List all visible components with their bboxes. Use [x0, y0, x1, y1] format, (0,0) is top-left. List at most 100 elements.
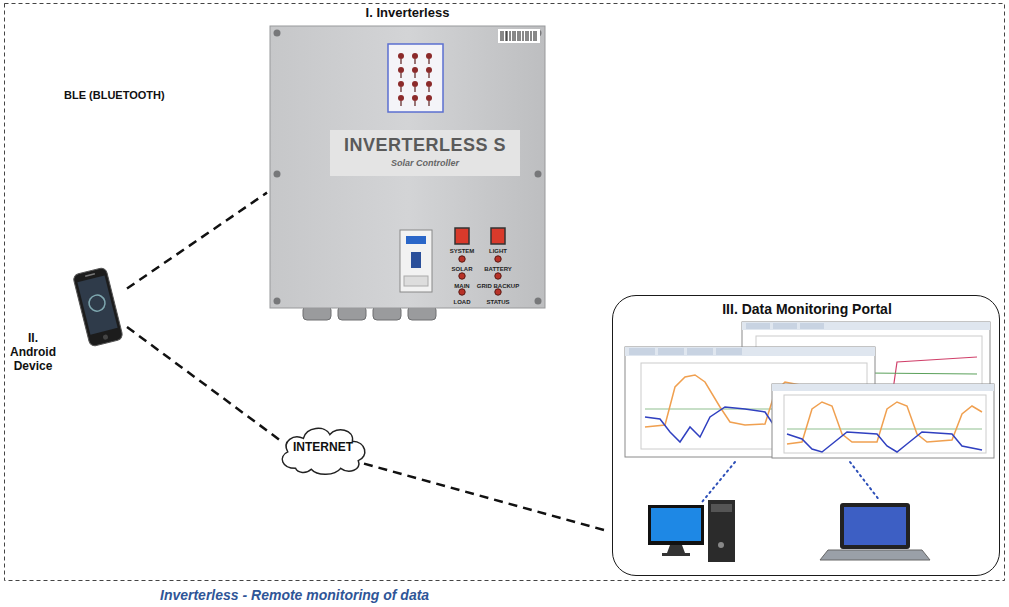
chart-window-part: [658, 348, 684, 355]
chart-window-part: [687, 348, 713, 355]
chart-window-part: [772, 384, 994, 458]
chart-window-part: [746, 323, 770, 329]
chart-window-part: [772, 384, 994, 391]
led-panel-part-part: [412, 53, 418, 59]
circuit-breaker-part: [411, 252, 421, 268]
figure-caption: Inverterless - Remote monitoring of data: [160, 587, 429, 603]
panel-marking: STATUS: [473, 299, 523, 306]
led-panel-part-part: [398, 81, 404, 87]
phone-icon: [73, 267, 124, 347]
led-panel-part-part: [426, 95, 432, 101]
chart-window-part: [629, 348, 655, 355]
panel-marking: LIGHT: [473, 248, 523, 255]
laptop-computer-part: [840, 503, 910, 549]
solar-controller: I. InverterlessINVERTERLESS SSolar Contr…: [270, 26, 545, 308]
led-panel-part: [388, 44, 443, 112]
android-device: II. Android Device: [72, 268, 124, 346]
chart-window-part: [787, 429, 982, 430]
chart-window-part: [742, 322, 990, 330]
dotted-links-part: [702, 462, 735, 502]
led-panel-part: [398, 53, 432, 101]
panel-marking: LOAD: [437, 299, 487, 306]
dashed-link: [364, 464, 609, 532]
led-panel-part-part: [426, 67, 432, 73]
chart-window-part: [800, 323, 824, 329]
monitoring-portal: III. Data Monitoring Portal: [612, 295, 1000, 576]
dashed-link: [127, 327, 282, 442]
cloud-shape: [282, 428, 365, 474]
controller-enclosure: [270, 26, 545, 320]
screws-part: [274, 171, 281, 178]
indicator-lamps-part: [459, 273, 465, 279]
panel-marking: BATTERY: [473, 266, 523, 273]
indicator-lamps-part: [495, 289, 501, 295]
desktop-computer-part: [651, 508, 701, 541]
device-subtitle: Solar Controller: [330, 158, 520, 168]
indicator-lamps-part: [495, 273, 501, 279]
chart-window-part: [787, 432, 982, 452]
node-heading: I. Inverterless: [250, 6, 565, 21]
screws-part: [274, 298, 281, 305]
barcode: [498, 29, 540, 43]
laptop-computer-part: [820, 550, 930, 560]
panel-marking: SYSTEM: [437, 248, 487, 255]
screws-part: [535, 298, 542, 305]
barcode-part: [498, 29, 540, 43]
screws-part: [274, 30, 281, 37]
panel-marking: GRID BACKUP: [473, 283, 523, 290]
barcode-part: [501, 31, 536, 41]
enclosure-body: [270, 26, 545, 308]
desktop-computer-part: [662, 553, 690, 556]
phone-icon-part: [77, 275, 117, 334]
chart-window-part: [773, 323, 797, 329]
led-panel-part-part: [398, 95, 404, 101]
led-panel-part-part: [412, 95, 418, 101]
led-panel-part-part: [398, 67, 404, 73]
indicator-lamps-part: [459, 256, 465, 262]
screws-part: [535, 171, 542, 178]
circuit-breaker: [400, 230, 432, 292]
laptop-computer-part: [844, 507, 906, 545]
led-panel-part-part: [412, 81, 418, 87]
rocker-switches-part: [491, 228, 505, 244]
dotted-links-part: [850, 462, 880, 501]
outer-dashed-border: [5, 4, 1005, 581]
dashed-link: [127, 193, 267, 289]
cloud-label: INTERNET: [293, 441, 353, 455]
chart-window-part: [784, 395, 986, 453]
dotted-links: [702, 462, 880, 502]
desktop-computer: [648, 500, 735, 562]
rocker-switches: [455, 228, 505, 244]
indicator-lamps-part: [495, 256, 501, 262]
chart-window: [772, 384, 994, 458]
name-plate: [330, 130, 520, 176]
indicator-lamps-part: [459, 289, 465, 295]
desktop-computer-part: [648, 505, 704, 545]
device-name: INVERTERLESS S: [330, 135, 520, 156]
led-panel-part-part: [426, 53, 432, 59]
screws: [274, 30, 542, 305]
desktop-computer-part: [708, 500, 735, 562]
circuit-breaker-part: [404, 276, 428, 286]
chart-window-part: [787, 402, 982, 444]
phone-icon-part: [73, 267, 124, 347]
desktop-computer-part: [711, 504, 732, 512]
led-panel-part-part: [412, 67, 418, 73]
phone-icon-part: [87, 293, 106, 312]
internet-cloud: INTERNET: [274, 420, 372, 478]
edge-label: BLE (BLUETOOTH): [62, 89, 167, 102]
led-panel-part-part: [398, 53, 404, 59]
led-panel-part-part: [426, 81, 432, 87]
indicator-lamps: [459, 256, 501, 295]
node-heading: III. Data Monitoring Portal: [613, 301, 1001, 317]
led-panel-part: [401, 59, 429, 106]
node-heading: II. Android Device: [4, 332, 62, 373]
desktop-computer-part: [718, 542, 724, 548]
circuit-breaker-part: [406, 236, 426, 244]
chart-window-part: [716, 348, 742, 355]
desktop-computer-part: [667, 545, 685, 553]
led-panel: [388, 44, 443, 112]
laptop-computer: [820, 503, 930, 560]
rocker-switches-part: [455, 228, 469, 244]
